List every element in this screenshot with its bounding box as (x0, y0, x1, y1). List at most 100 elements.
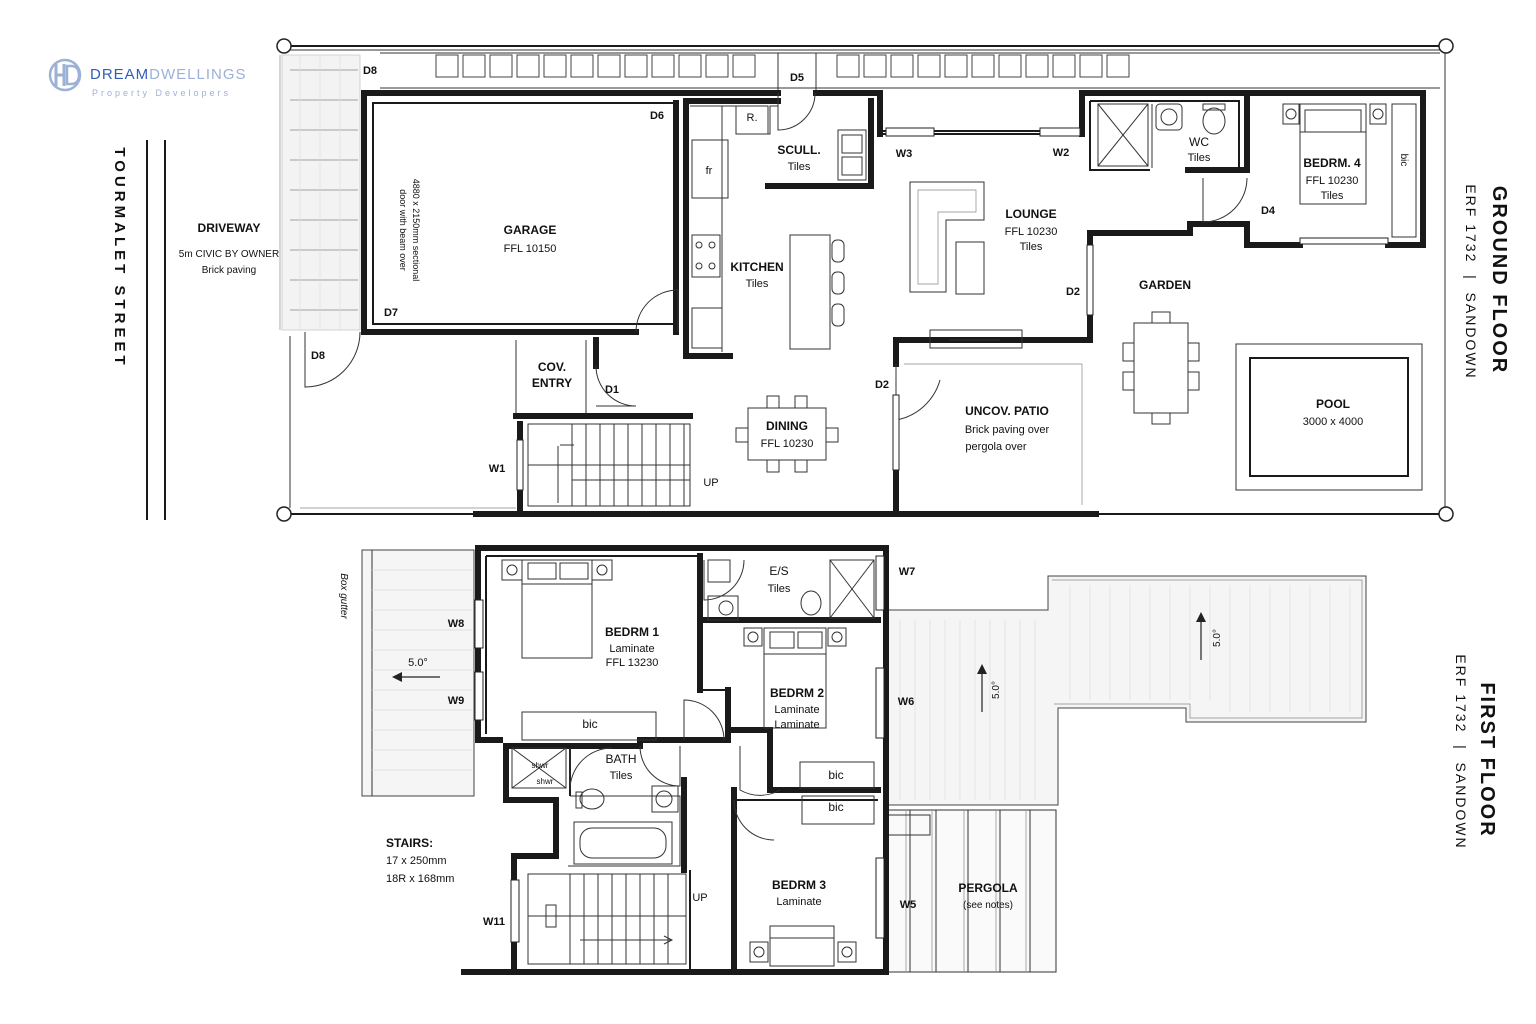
bedroom2-finish-1: Laminate (774, 704, 819, 716)
right-roof-deck (887, 575, 1367, 806)
bedroom4-label: BEDRM. 4 (1303, 156, 1361, 170)
driveway-note-1: 5m CIVIC BY OWNER (179, 249, 279, 260)
tag-d2-patio: D2 (875, 379, 889, 391)
company-logo: DREAMDWELLINGS Property Developers (48, 58, 278, 106)
patio-note-1: Brick paving over (965, 424, 1050, 436)
stairs-note-line-2: 18R x 168mm (386, 873, 454, 885)
refuse-label: R. (747, 112, 758, 124)
wc-label: WC (1189, 135, 1209, 149)
first-stairs-up: UP (692, 892, 707, 904)
lounge-level: FFL 10230 (1005, 226, 1058, 238)
bedroom1-finish: Laminate (609, 643, 654, 655)
bath-shower-1: shwr (532, 761, 549, 770)
bedroom2-furniture (743, 627, 875, 789)
pool-outline (1235, 343, 1423, 491)
boundary-pavers (380, 52, 1440, 92)
patio-note-2: pergola over (965, 441, 1026, 453)
ground-floor-windows (516, 127, 1389, 491)
driveway-paving (281, 54, 361, 331)
garage-level: FFL 10150 (504, 243, 557, 255)
bedroom1-label: BEDRM 1 (605, 625, 659, 639)
garage-door-note-1: 4880 x 2150mm sectional (411, 179, 421, 282)
left-balcony (361, 549, 475, 797)
ground-floor-walls (300, 90, 1426, 517)
driveway-note-2: Brick paving (202, 265, 256, 276)
bedroom3-bic: bic (828, 800, 843, 814)
bedroom3-label: BEDRM 3 (772, 878, 826, 892)
roof-slope-middle: 5.0° (991, 681, 1002, 699)
bath-finish: Tiles (610, 770, 633, 782)
tag-d2-lounge: D2 (1066, 286, 1080, 298)
bedroom4-bic: bic (1398, 154, 1409, 167)
dining-level: FFL 10230 (761, 438, 814, 450)
ensuite-label: E/S (769, 564, 788, 578)
ground-stairs-up: UP (703, 477, 718, 489)
tag-w9: W9 (448, 695, 465, 707)
tag-w6: W6 (898, 696, 915, 708)
first-floor-tags: W7 W8 W9 W6 W5 W11 (448, 566, 917, 928)
street-name-label: TOURMALET STREET (111, 147, 128, 368)
garage-door-note-2: door with beam over (398, 189, 408, 271)
scullery-finish: Tiles (788, 161, 811, 173)
first-floor-doors (569, 559, 781, 841)
stairs-note-title: STAIRS: (386, 836, 433, 850)
cov-entry-label-2: ENTRY (532, 376, 572, 390)
dining-label: DINING (766, 419, 808, 433)
wc-finish: Tiles (1188, 152, 1211, 164)
driveway-label: DRIVEWAY (198, 221, 261, 235)
tag-w1: W1 (489, 463, 506, 475)
kitchen-fixtures (690, 105, 867, 352)
first-stairs (527, 873, 687, 965)
tag-w2: W2 (1053, 147, 1070, 159)
pool-label: POOL (1316, 397, 1350, 411)
box-gutter-label: Box gutter (338, 573, 349, 619)
tag-w5: W5 (900, 899, 917, 911)
first-floor-labels: BEDRM 1 Laminate FFL 13230 bic E/S Tiles… (338, 564, 1223, 911)
cov-entry-label-1: COV. (538, 360, 566, 374)
tag-d6: D6 (650, 110, 664, 122)
dining-furniture (735, 395, 839, 473)
ground-floor-subtitle: ERF 1732 | SANDOWN (1463, 184, 1479, 379)
lounge-label: LOUNGE (1005, 207, 1056, 221)
garden-furniture (1122, 311, 1200, 425)
garden-label: GARDEN (1139, 278, 1191, 292)
tag-d5: D5 (790, 72, 804, 84)
ground-site-boundary (276, 38, 1454, 522)
kitchen-label: KITCHEN (730, 260, 783, 274)
roof-slope-right: 5.0° (1212, 629, 1223, 647)
scullery-label: SCULL. (777, 143, 820, 157)
bedroom1-level: FFL 13230 (606, 657, 659, 669)
kitchen-finish: Tiles (746, 278, 769, 290)
lounge-finish: Tiles (1020, 241, 1043, 253)
bedroom1-furniture (501, 559, 657, 741)
bedroom3-finish: Laminate (776, 896, 821, 908)
tag-d4: D4 (1261, 205, 1276, 217)
ensuite-fixtures (707, 559, 875, 621)
ground-floor-title: GROUND FLOOR (1488, 186, 1510, 374)
ground-stairs (527, 423, 691, 507)
street-lines (146, 140, 166, 520)
first-floor-windows (474, 555, 885, 943)
logo-tagline: Property Developers (92, 88, 232, 98)
tag-w11: W11 (483, 916, 505, 928)
logo-brand-name: DREAMDWELLINGS (90, 66, 247, 83)
pool-size: 3000 x 4000 (1303, 416, 1364, 428)
logo-mark-icon (48, 58, 82, 92)
bedroom2-bic: bic (828, 768, 843, 782)
roof-slope-left: 5.0° (408, 657, 428, 669)
bath-label: BATH (605, 752, 636, 766)
ground-floor-labels: DRIVEWAY 5m CIVIC BY OWNER Brick paving … (179, 112, 1409, 489)
tag-d1: D1 (605, 384, 619, 396)
garage-label: GARAGE (504, 223, 557, 237)
pergola-note: (see notes) (963, 900, 1013, 911)
pergola-structure (883, 809, 1057, 973)
tag-w7: W7 (899, 566, 916, 578)
bath-fixtures (511, 747, 679, 865)
bedroom4-finish: Tiles (1321, 190, 1344, 202)
first-floor-title: FIRST FLOOR (1476, 682, 1498, 837)
lounge-furniture (909, 181, 1023, 349)
first-floor-subtitle: ERF 1732 | SANDOWN (1453, 654, 1469, 849)
bedroom1-bic: bic (582, 717, 597, 731)
bedroom2-finish-2: Laminate (774, 719, 819, 731)
